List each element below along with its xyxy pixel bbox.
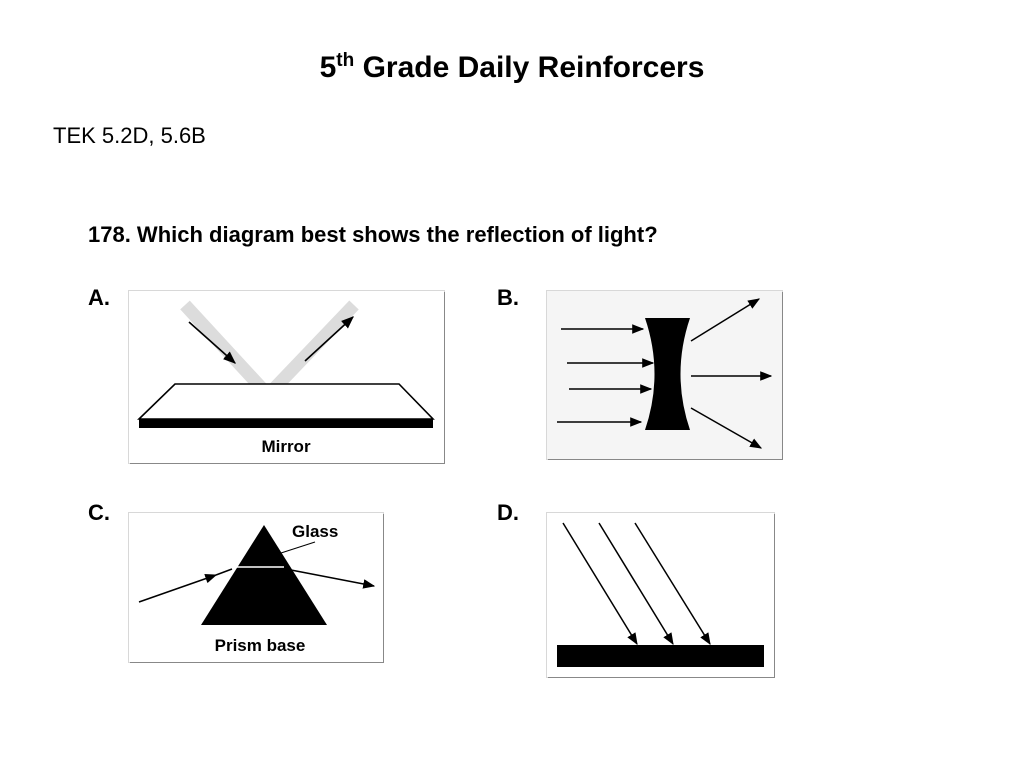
- reflected-ray-arrow: [304, 316, 354, 362]
- light-ray-2: [598, 522, 674, 646]
- prism-base-caption: Prism base: [215, 636, 306, 655]
- incident-ray-arrow: [188, 321, 236, 364]
- page-title: 5th Grade Daily Reinforcers: [0, 50, 1024, 85]
- option-a-letter[interactable]: A.: [88, 285, 110, 310]
- dark-surface: [557, 645, 764, 667]
- exiting-ray: [290, 569, 376, 589]
- option-c-letter[interactable]: C.: [88, 500, 110, 525]
- absorption-surface-diagram: [557, 522, 764, 667]
- option-b-diagram[interactable]: [547, 291, 782, 459]
- incoming-ray: [138, 574, 218, 603]
- glass-caption: Glass: [292, 522, 338, 541]
- option-d-letter[interactable]: D.: [497, 500, 519, 525]
- question-text: 178. Which diagram best shows the reflec…: [88, 222, 658, 247]
- concave-lens: [645, 318, 690, 430]
- title-number: 5: [319, 51, 337, 84]
- option-c-diagram[interactable]: Glass Prism base: [129, 513, 383, 662]
- tek-standard-label: TEK 5.2D, 5.6B: [53, 123, 206, 148]
- mirror-reflection-diagram: Mirror: [137, 300, 435, 456]
- glass-prism: [201, 525, 327, 625]
- ray-through-prism: [215, 568, 233, 576]
- option-b-letter[interactable]: B.: [497, 285, 519, 310]
- outgoing-ray-down: [690, 407, 763, 449]
- glass-pointer-line: [280, 541, 316, 554]
- mirror-caption: Mirror: [261, 437, 311, 456]
- outgoing-ray-up: [690, 298, 761, 342]
- mirror-base: [139, 419, 433, 428]
- light-path-band: [180, 300, 359, 402]
- lens-refraction-diagram: [557, 298, 773, 449]
- title-text: Grade Daily Reinforcers: [354, 51, 705, 84]
- prism-refraction-diagram: Glass Prism base: [138, 522, 376, 655]
- light-ray-1: [562, 522, 638, 646]
- option-d-diagram[interactable]: [547, 513, 774, 677]
- light-ray-3: [634, 522, 711, 646]
- option-a-diagram[interactable]: Mirror: [129, 291, 444, 463]
- mirror-top-surface: [137, 383, 435, 420]
- title-superscript: th: [336, 50, 355, 71]
